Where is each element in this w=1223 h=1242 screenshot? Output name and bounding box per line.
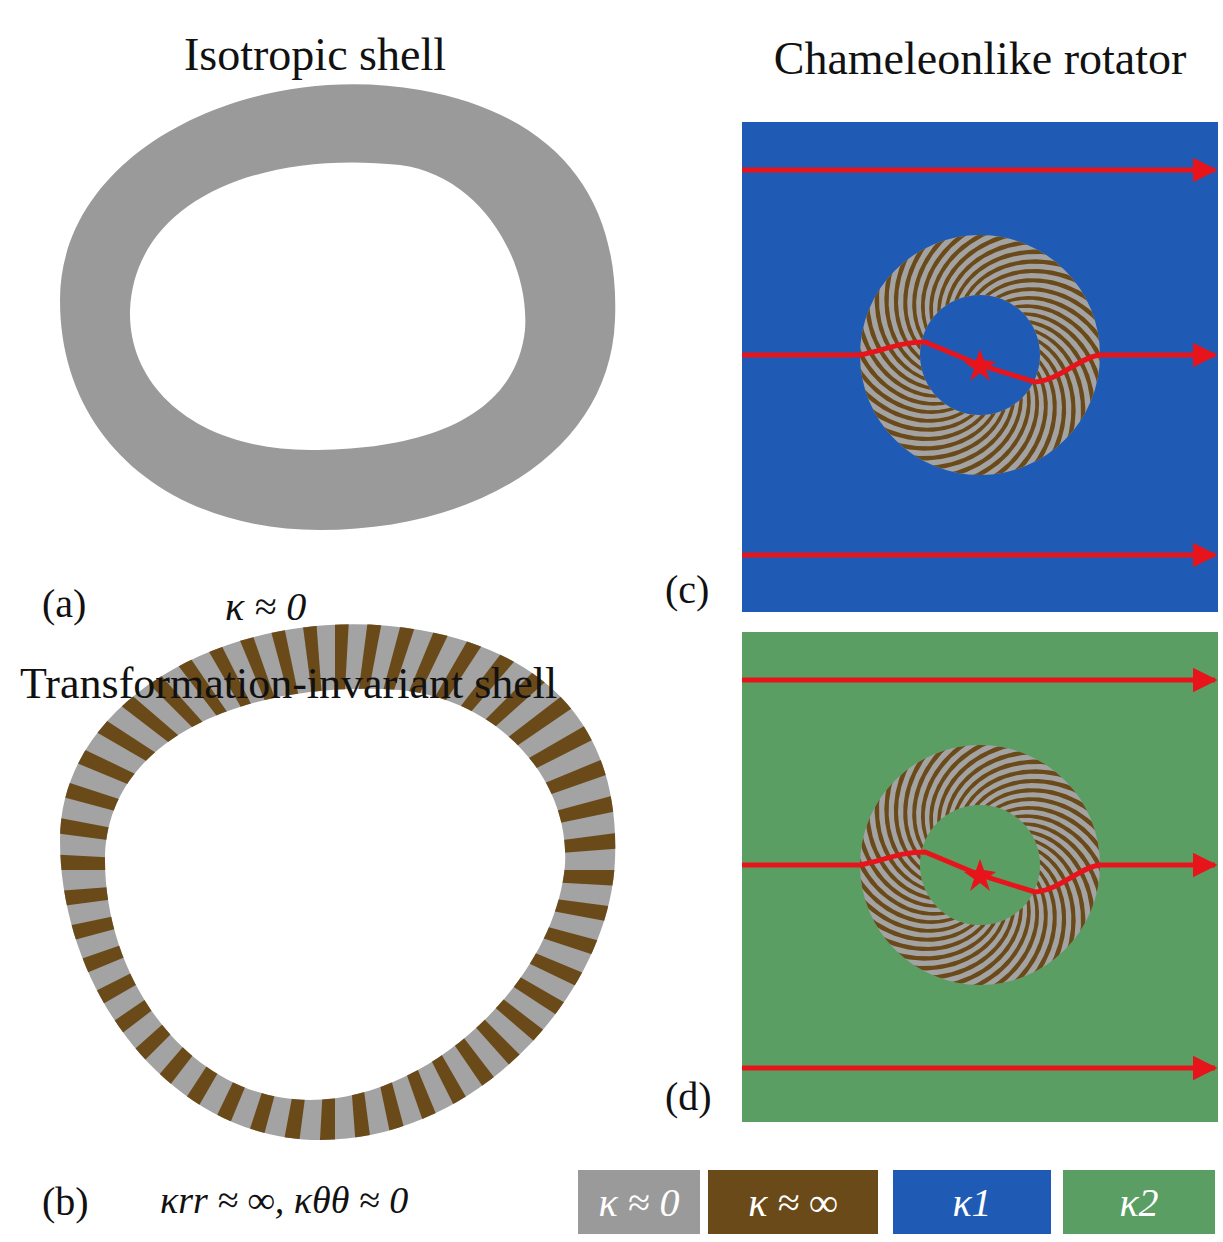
label: Isotropic shell — [184, 30, 446, 81]
stripe — [206, 381, 335, 870]
stripe — [335, 387, 491, 870]
legend-swatch: κ ≈ 0 — [578, 1170, 700, 1234]
stripe — [85, 424, 335, 870]
legend-text: κ ≈ ∞ — [748, 1179, 838, 1226]
stripe — [0, 870, 335, 999]
label: κrr ≈ ∞, κθθ ≈ 0 — [160, 1180, 408, 1222]
stripe — [335, 870, 732, 1196]
isotropic-shell — [60, 84, 615, 530]
legend-swatch: κ2 — [1063, 1170, 1215, 1234]
stripe — [1028, 838, 1086, 942]
stripe — [335, 870, 797, 1087]
background-k2 — [742, 632, 1218, 1122]
rotator-shell — [850, 225, 1110, 485]
stripe — [0, 870, 335, 1224]
stripe — [335, 370, 363, 870]
legend-swatch: κ1 — [893, 1170, 1051, 1234]
background-k1 — [742, 122, 1218, 612]
label: (d) — [665, 1075, 712, 1119]
star — [964, 349, 996, 381]
invariant-shell — [0, 370, 835, 1242]
stripe — [335, 374, 428, 870]
stripe — [0, 870, 335, 935]
legend-swatch: κ ≈ ∞ — [708, 1170, 878, 1234]
label: (b) — [42, 1180, 89, 1224]
stripe — [1028, 328, 1086, 432]
label: Transformation-invariant shell — [20, 660, 557, 708]
stripe — [335, 437, 609, 870]
stripe — [335, 566, 748, 870]
heat-flux-lines — [742, 680, 1215, 1068]
heat-flux-lines — [742, 170, 1215, 555]
stripe — [1034, 855, 1066, 970]
label: (a) — [42, 582, 86, 626]
stripe — [1032, 336, 1076, 447]
label: κ ≈ 0 — [225, 585, 306, 629]
stripe — [1032, 846, 1076, 957]
stripe — [0, 870, 335, 1120]
stripe — [1034, 345, 1066, 460]
stripe — [335, 870, 768, 1144]
stripe — [0, 777, 335, 870]
stripe — [335, 408, 552, 870]
legend-text: κ ≈ 0 — [598, 1179, 679, 1226]
stripe — [0, 842, 335, 870]
stripe — [0, 870, 335, 1174]
stripe — [335, 620, 781, 870]
label: Chameleonlike rotator — [774, 34, 1187, 85]
rotator-shell — [850, 735, 1110, 995]
label: (c) — [665, 568, 709, 612]
stripe — [0, 870, 335, 1061]
star — [964, 859, 996, 891]
legend-text: κ2 — [1119, 1179, 1158, 1226]
legend-text: κ1 — [952, 1179, 991, 1226]
